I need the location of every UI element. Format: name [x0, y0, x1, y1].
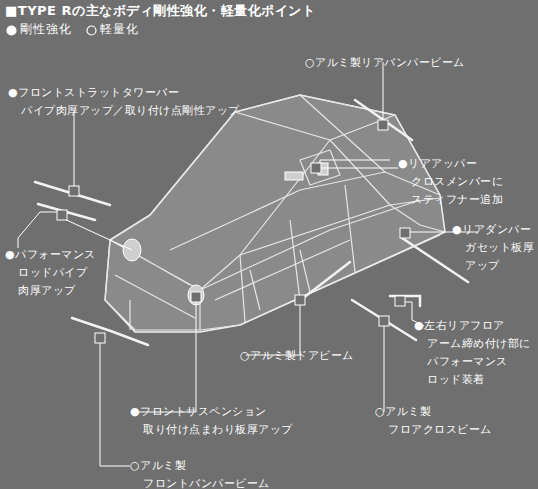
legend-circle: [87, 26, 96, 35]
callout-label: ○アルミ製 フロアクロスビーム: [375, 403, 499, 439]
marker-square: [69, 186, 79, 196]
callout-label: ○アルミ製 フロントバンパービーム: [130, 457, 266, 489]
callout-label: ○アルミ製ドアビーム: [240, 347, 354, 365]
body-fill: [105, 95, 445, 332]
marker-square: [311, 163, 321, 173]
roof: [235, 95, 395, 140]
side-frame: [200, 185, 440, 330]
legend-symbol: [6, 25, 17, 36]
legend-text: 剛性強化: [20, 21, 72, 38]
strut-tower: [188, 285, 204, 305]
legend-circle: [7, 26, 16, 35]
legend-text: 軽量化: [100, 21, 139, 38]
marker-square: [191, 292, 201, 302]
marker-square: [400, 228, 410, 238]
callout-label: ●フロントストラットタワーバー パイプ肉厚アップ／取り付け点剛性アップ: [8, 84, 260, 120]
leader-line: [384, 302, 424, 412]
door-beam: [298, 262, 350, 302]
callout-label: ●左右リアフロア アーム締め付け部に パフォーマンス ロッド装着: [414, 317, 538, 389]
part-illustrations: [35, 100, 468, 345]
strut-towers: [123, 163, 328, 305]
callout-label: ●パフォーマンス ロッドパイプ 肉厚アップ: [5, 246, 107, 300]
legend-symbol: [86, 25, 97, 36]
car-body-frame: [105, 95, 445, 332]
floor-rod: [390, 296, 420, 306]
strut-tower-bar: [35, 182, 110, 205]
rear-damper-gusset: [402, 238, 468, 282]
callout-label: ○アルミ製リアバンパービーム: [305, 54, 465, 72]
front-frame: [105, 240, 200, 330]
floor-frame: [170, 172, 420, 310]
rear-crossmember: [285, 172, 303, 180]
marker-square: [95, 333, 105, 343]
marker-square: [379, 316, 389, 326]
pillars: [150, 95, 440, 255]
marker-square: [57, 210, 67, 220]
marker-square: [395, 296, 405, 306]
callout-label: ●リアダンパー ガセット板厚 アップ: [452, 221, 538, 275]
callout-label: ●フロントサスペンション 取り付け点まわり板厚アップ: [130, 403, 302, 439]
marker-square: [295, 295, 305, 305]
front-bumper-beam: [72, 318, 148, 345]
marker-squares: [57, 120, 410, 343]
callout-label: ●リアアッパー クロスメンバーに スティフナー追加: [398, 155, 516, 209]
marker-square: [378, 120, 388, 130]
diagram-title: ■TYPE Rの主なボディ剛性強化・軽量化ポイント: [5, 2, 315, 20]
leader-line: [100, 297, 300, 466]
